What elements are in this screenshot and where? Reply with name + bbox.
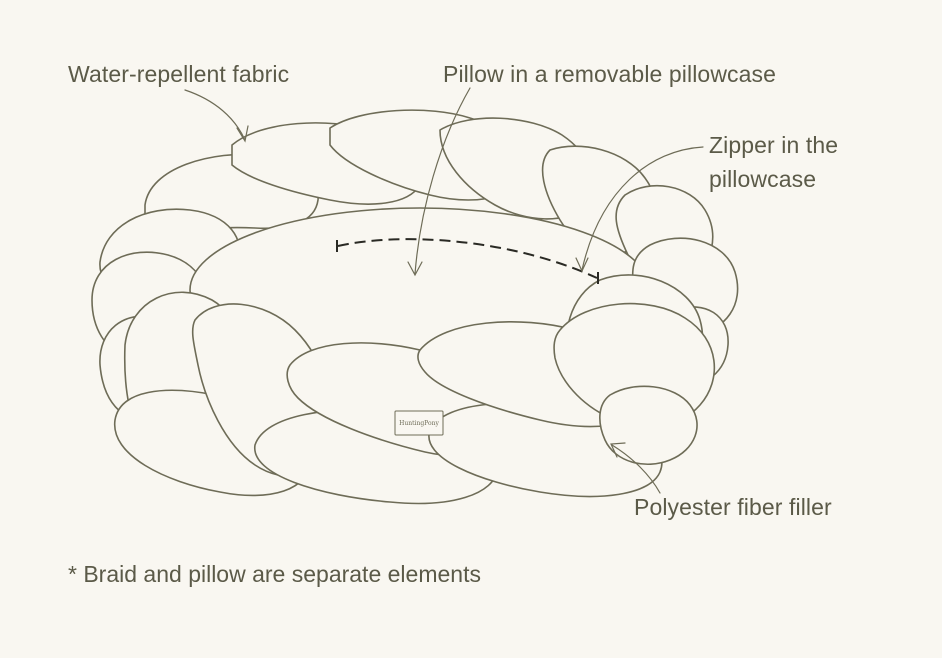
zipper-pointer-line: [581, 146, 704, 271]
braid-segment-front-9: [599, 385, 698, 466]
brand-tag-text: HuntingPony: [399, 420, 439, 427]
zipper-line: [337, 238, 598, 279]
fabric-pointer-line: [184, 89, 246, 141]
zipper-pointer-head: [575, 257, 589, 273]
braided-bed-outline: [91, 109, 739, 505]
brand-tag: HuntingPony: [394, 410, 444, 436]
fabric-pointer-head: [236, 125, 249, 143]
label-water-repellent-fabric: Water-repellent fabric: [68, 61, 290, 87]
label-pillow: Pillow in a removable pillowcase: [443, 61, 777, 87]
filler-pointer-line: [611, 444, 661, 494]
label-zipper: Zipper in the pillowcase: [709, 132, 839, 192]
pillow-pointer-head: [407, 261, 423, 277]
footnote: * Braid and pillow are separate elements: [68, 561, 481, 587]
pointer-arrows: [184, 87, 704, 494]
label-polyester-filler: Polyester fiber filler: [634, 494, 832, 520]
filler-pointer-head: [610, 442, 626, 458]
pillow-pointer-line: [414, 87, 471, 275]
